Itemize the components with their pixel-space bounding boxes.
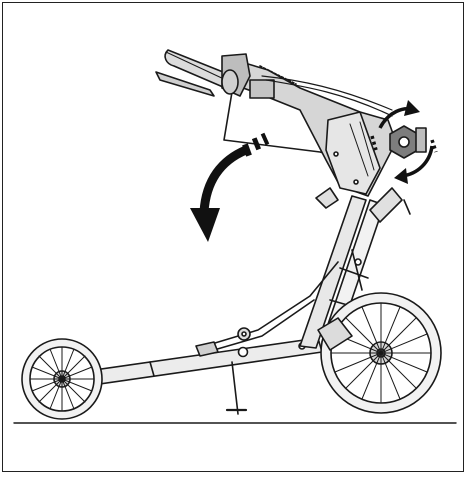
folding-brace — [195, 261, 339, 357]
rotate-knob-arrows-icon — [370, 100, 438, 184]
hook-pin — [403, 199, 411, 215]
handle-assembly — [155, 49, 397, 197]
basket-hook — [315, 187, 339, 209]
parking-stand — [225, 361, 248, 415]
front-small-wheel — [21, 338, 103, 420]
fold-direction-arrow-icon — [190, 132, 270, 242]
wheel-bracket — [317, 317, 353, 351]
rear-large-wheel — [320, 292, 442, 414]
upright-frame — [299, 187, 403, 349]
adjustment-knob — [389, 125, 427, 159]
